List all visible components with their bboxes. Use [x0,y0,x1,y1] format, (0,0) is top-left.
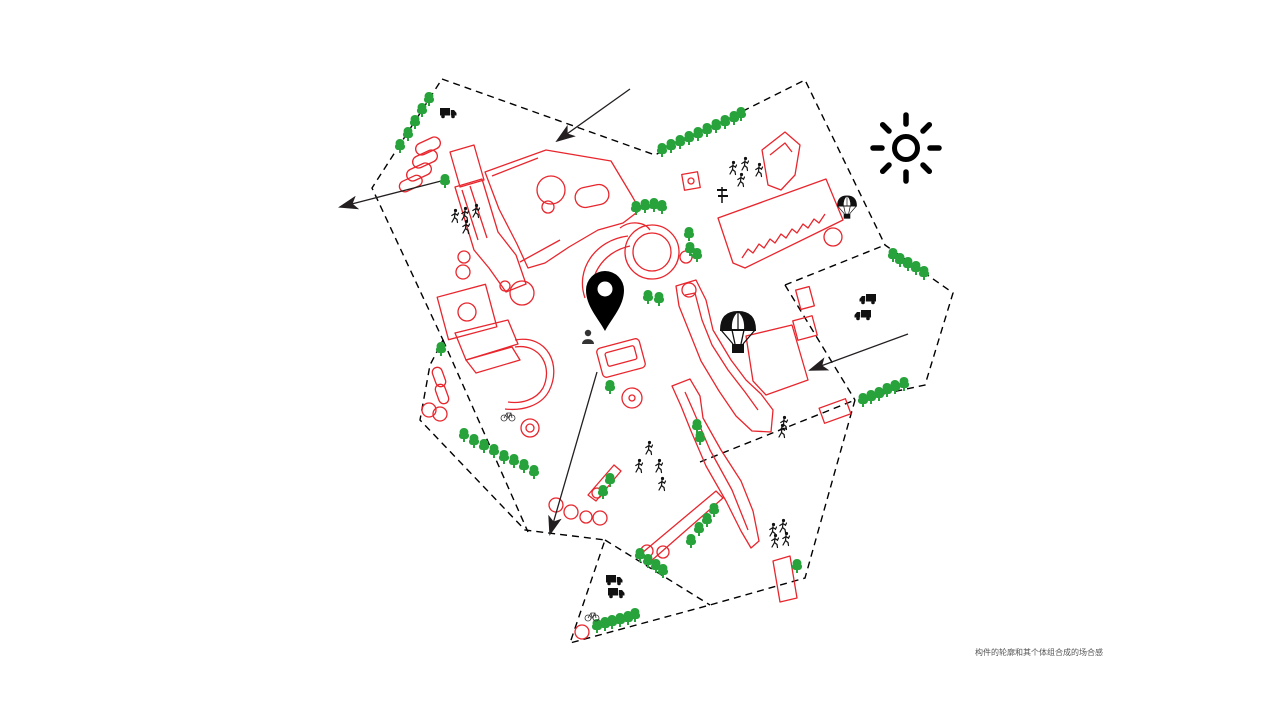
site-boundary-inner-east [699,399,856,463]
tree-icon [642,290,654,304]
building-central-small [596,338,646,409]
truck-icon [854,310,871,321]
tree-icon [685,534,697,548]
building-small-pieces [574,171,852,640]
tree-icon [402,127,414,141]
tree-icon [683,131,695,145]
tree-icon [439,174,451,188]
location-pin-icon [586,271,624,331]
building-west-cluster [421,366,450,422]
tree-icon [710,119,722,133]
tree-icon [918,266,930,280]
site-boundaries [371,78,954,645]
tree-icon [458,428,470,442]
pedestrian-icon [737,172,746,188]
pedestrian-icon [645,440,654,456]
caption-text: 构件的轮廓和其个体组合成的场合感 [975,647,1103,657]
tree-icon [478,439,490,453]
bicycles [500,412,600,622]
building-southwest-circles [548,464,622,526]
tree-icon [653,292,665,306]
tree-icon [498,450,510,464]
building-main-hall [484,149,641,306]
pedestrian-icon [729,160,738,176]
tree-icon [468,434,480,448]
tree-icon [518,459,530,473]
tree-icon [604,473,616,487]
tree-icon [656,200,668,214]
building-southwest-block [436,250,521,374]
flow-arrow-west [338,179,446,210]
truck-icon [606,575,623,586]
site-boundary-inner-south [604,539,711,606]
tree-icon [656,143,668,157]
flow-arrow-east [808,333,909,371]
tree-icon [701,123,713,137]
signpost-icon [717,187,728,203]
tree-icon [693,522,705,536]
pedestrian-icon [741,156,750,172]
flow-arrow-south [548,371,598,536]
tree-icon [691,248,703,262]
truck-icon [859,294,876,305]
building-east-block [745,285,818,396]
sun-icon [870,112,942,184]
tree-icon [674,135,686,149]
tree-icon [508,454,520,468]
parachute-icon [720,311,756,354]
building-south-ramp [640,490,724,562]
site-boundary-inner-west [442,339,529,533]
pedestrian-icon [782,531,791,547]
pedestrian-icon [451,208,460,224]
tree-icon [691,419,703,433]
site-boundary-inner-northeast [784,244,886,286]
building-pavilions-west [398,136,441,193]
tree-icon [692,127,704,141]
tree-icon [857,393,869,407]
tree-icon [791,559,803,573]
tree-icon [488,444,500,458]
tree-icon [435,342,447,356]
building-curved-wall [504,338,555,438]
site-boundary-outer [371,78,954,645]
person-icon [582,329,594,344]
building-outlines [398,131,852,640]
pedestrian-icon [779,518,788,534]
site-boundary-inner-east-vertical [784,284,856,401]
tree-icon [648,198,660,212]
pedestrian-icon [462,219,471,235]
tree-icon [701,513,713,527]
bicycle-icon [500,412,516,422]
pedestrian-icon [755,162,764,178]
building-tower-and-wing [449,144,527,293]
truck-icon [440,108,457,119]
building-stepped-diagonal [675,279,774,433]
pedestrian-icon [771,533,780,549]
tree-icon [528,465,540,479]
pedestrian-icon [635,458,644,474]
tree-icon [630,201,642,215]
tree-icon [683,227,695,241]
pedestrian-icon [655,458,664,474]
building-northeast-hall [717,131,844,269]
building-long-bar [671,378,760,549]
tree-icon [394,139,406,153]
pedestrian-icon [658,476,667,492]
truck-icon [608,588,625,599]
tree-icon [665,139,677,153]
flow-arrows [338,88,909,536]
tree-icon [657,564,669,578]
pedestrian-icon [472,203,481,219]
flow-arrow-north [555,88,631,143]
tree-icon [719,115,731,129]
tree-icon [639,199,651,213]
tree-icon [604,380,616,394]
trucks [440,108,876,599]
